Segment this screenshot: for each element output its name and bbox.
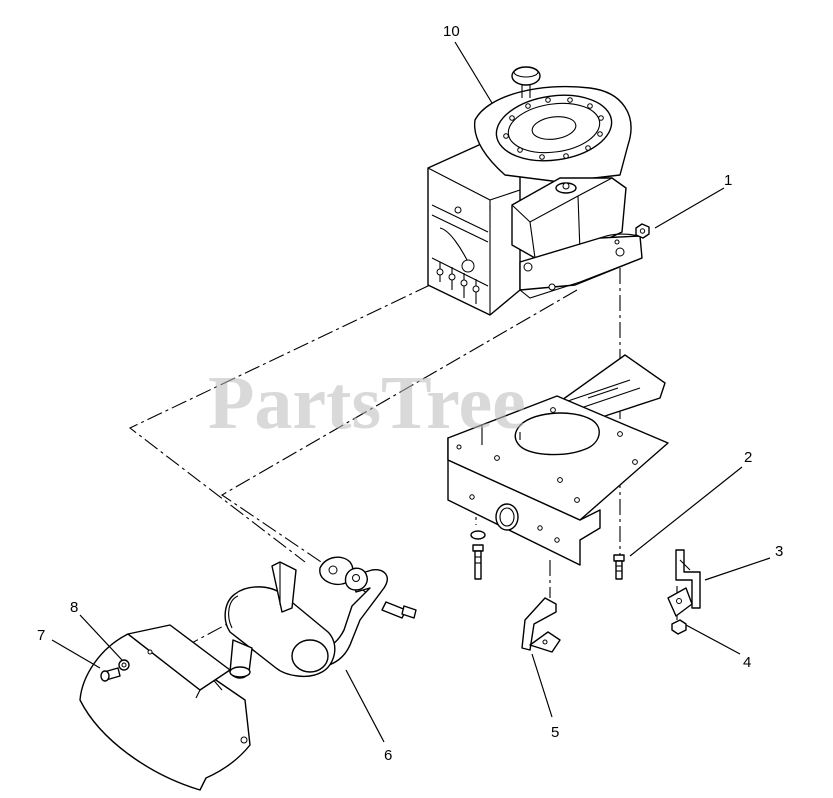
heat-shield (79, 624, 251, 791)
callout-4: 4 (743, 654, 751, 671)
bracket-part-5 (521, 597, 561, 653)
callout-8: 8 (70, 599, 78, 616)
callout-1: 1 (724, 172, 732, 189)
callout-10: 10 (443, 23, 460, 40)
engine (427, 66, 643, 316)
muffler-part-6 (224, 556, 417, 679)
callout-5: 5 (551, 724, 559, 741)
bolt-part-2 (613, 554, 625, 580)
watermark: PartsTree (208, 361, 526, 445)
hook-part-3 (675, 549, 701, 609)
bracket-part-4 (667, 587, 693, 635)
callout-3: 3 (775, 543, 783, 560)
mounting-plate (447, 395, 669, 566)
leader-lines (51, 41, 771, 743)
callout-labels: 10 1 2 3 4 5 6 7 8 (37, 23, 783, 764)
bolt-left (470, 530, 486, 580)
screw-part-7 (100, 667, 121, 682)
callout-2: 2 (744, 449, 752, 466)
callout-6: 6 (384, 747, 392, 764)
washer-part-8 (118, 659, 130, 671)
nut-part-1 (635, 223, 650, 239)
callout-7: 7 (37, 627, 45, 644)
